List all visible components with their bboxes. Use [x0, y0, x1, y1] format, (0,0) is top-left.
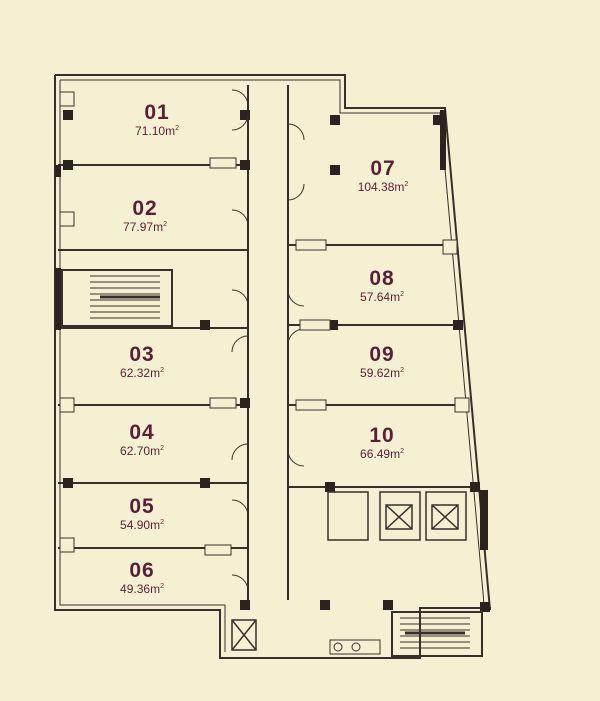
room-number: 07	[370, 157, 396, 180]
room-05-label: 05 54.90m2	[97, 496, 187, 531]
outer-walls	[54, 74, 491, 659]
bottom-washroom	[329, 639, 381, 655]
room-number: 04	[129, 421, 155, 444]
room-number: 10	[369, 424, 395, 447]
room-08-label: 08 57.64m2	[337, 268, 427, 303]
door-swings	[231, 89, 305, 592]
room-number: 03	[129, 343, 155, 366]
room-09-label: 09 59.62m2	[337, 344, 427, 379]
room-area: 62.70m2	[120, 444, 164, 458]
room-03-label: 03 62.32m2	[97, 344, 187, 379]
left-staircase	[61, 269, 173, 327]
room-06-label: 06 49.36m2	[97, 560, 187, 595]
corridor-walls	[247, 85, 289, 600]
room-area: 54.90m2	[120, 518, 164, 532]
lift-shafts	[231, 491, 467, 651]
room-area: 104.38m2	[357, 180, 409, 194]
room-07-label: 07 104.38m2	[333, 158, 433, 193]
room-area: 49.36m2	[120, 582, 164, 596]
washroom-fixtures	[59, 91, 470, 556]
room-number: 02	[132, 197, 158, 220]
room-area: 71.10m2	[135, 124, 179, 138]
bottom-staircase	[391, 611, 483, 657]
room-area: 59.62m2	[360, 366, 404, 380]
room-area: 57.64m2	[360, 290, 404, 304]
structural-columns	[63, 110, 490, 612]
room-area: 77.97m2	[123, 220, 167, 234]
room-04-label: 04 62.70m2	[97, 422, 187, 457]
room-number: 09	[369, 343, 395, 366]
room-area: 66.49m2	[360, 447, 404, 461]
room-01-label: 01 71.10m2	[112, 102, 202, 137]
thick-wall-segments	[55, 110, 488, 550]
room-number: 06	[129, 559, 155, 582]
room-10-label: 10 66.49m2	[337, 425, 427, 460]
room-number: 08	[369, 267, 395, 290]
room-02-label: 02 77.97m2	[100, 198, 190, 233]
room-number: 05	[129, 495, 155, 518]
room-number: 01	[144, 101, 170, 124]
room-area: 62.32m2	[120, 366, 164, 380]
